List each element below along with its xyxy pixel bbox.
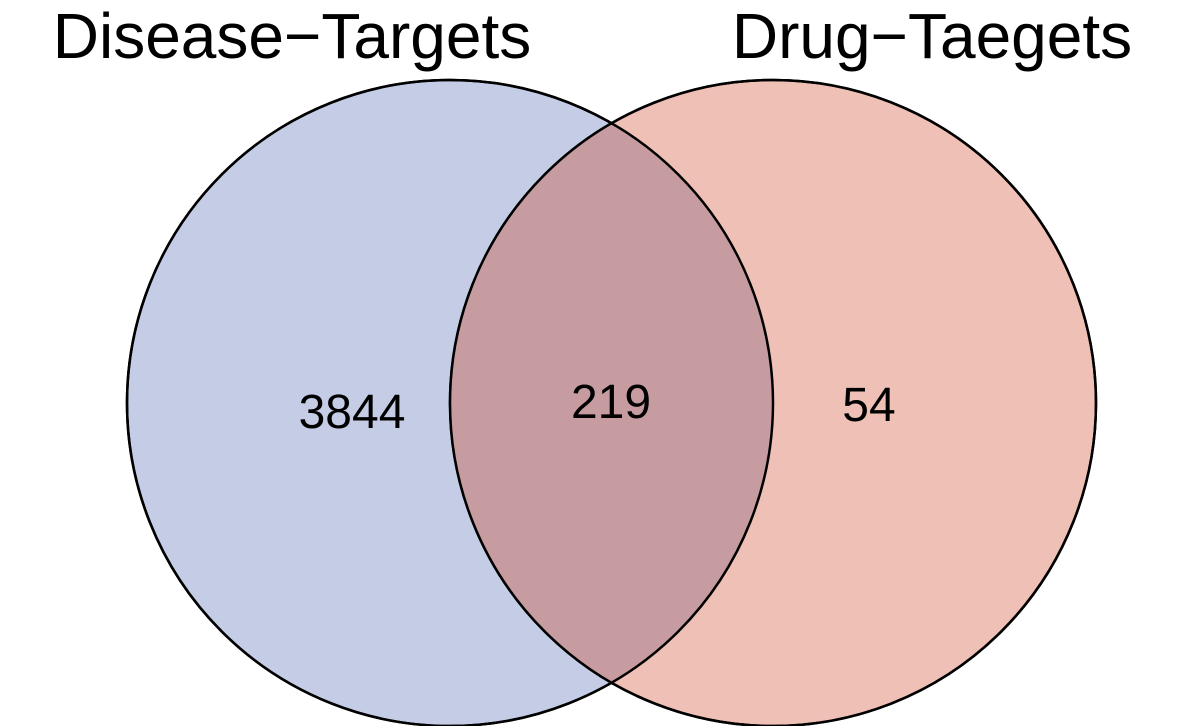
disease-targets-title: Disease−Targets (53, 0, 531, 72)
drug-targets-title: Drug−Taegets (732, 0, 1132, 72)
intersection-count: 219 (571, 376, 651, 429)
intersection-region (450, 80, 773, 726)
drug-targets-outline (448, 78, 1098, 726)
disease-targets-outline (125, 78, 775, 726)
disease-only-count: 3844 (299, 386, 406, 439)
drug-only-count: 54 (842, 379, 895, 432)
